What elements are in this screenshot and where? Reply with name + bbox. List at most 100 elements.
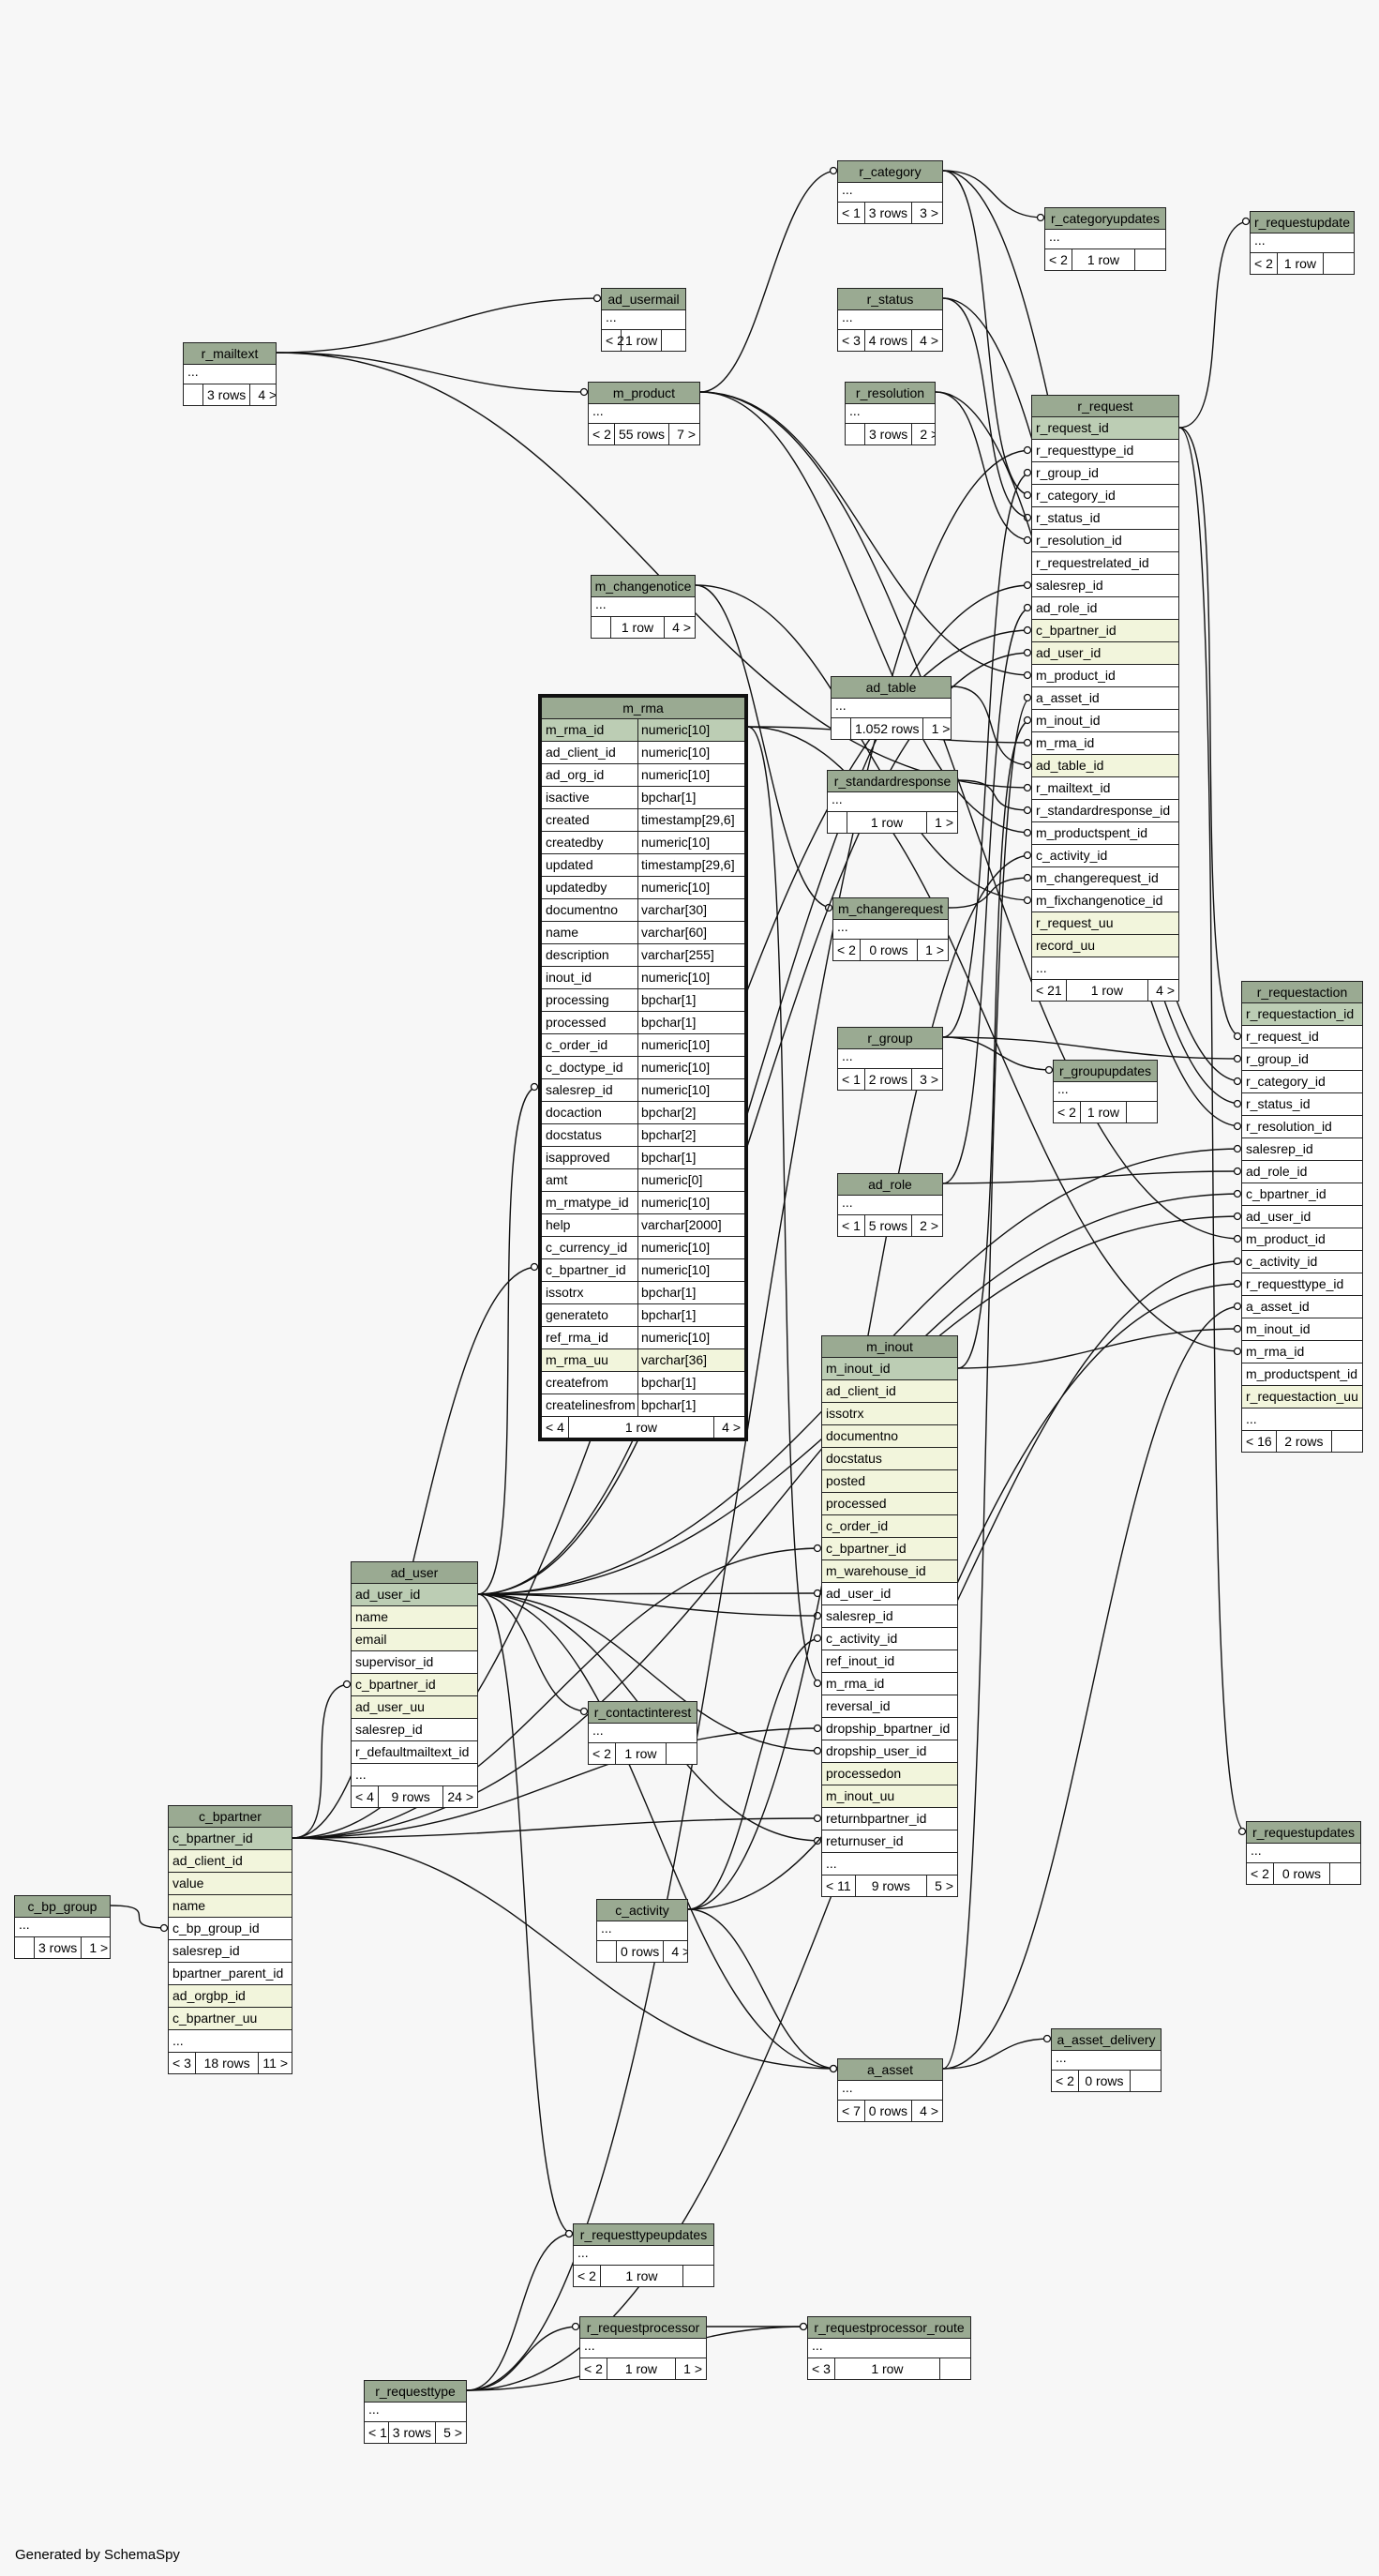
column-row[interactable]: ... <box>1032 957 1178 980</box>
column-row[interactable]: ad_client_id <box>169 1850 292 1873</box>
table-header[interactable]: m_changerequest <box>833 898 948 920</box>
parents-count[interactable] <box>832 718 851 739</box>
column-row[interactable]: m_productspent_id <box>1242 1363 1362 1386</box>
parents-count[interactable]: < 1 <box>838 203 865 223</box>
column-row[interactable]: ad_role_id <box>1032 597 1178 620</box>
column-row[interactable]: dropship_bpartner_id <box>822 1718 957 1740</box>
column-row[interactable]: ... <box>1242 1409 1362 1431</box>
column-row[interactable]: dropship_user_id <box>822 1740 957 1763</box>
column-row[interactable]: email <box>352 1629 477 1651</box>
column-row[interactable]: r_mailtext_id <box>1032 777 1178 800</box>
column-row[interactable]: processedon <box>822 1763 957 1785</box>
table-header[interactable]: r_requesttypeupdates <box>574 2224 713 2246</box>
column-row[interactable]: ad_user_id <box>822 1583 957 1605</box>
children-count[interactable] <box>667 1743 697 1764</box>
children-count[interactable]: 1 > <box>935 815 953 830</box>
table-header[interactable]: r_requestupdates <box>1247 1822 1360 1844</box>
column-row[interactable]: ad_table_id <box>1032 755 1178 777</box>
column-row[interactable]: r_status_id <box>1032 507 1178 530</box>
column-row[interactable]: salesrep_id <box>822 1605 957 1628</box>
column-row[interactable]: issotrx <box>822 1403 957 1425</box>
column-row[interactable]: r_group_id <box>1242 1048 1362 1071</box>
table-header[interactable]: r_requestprocessor <box>580 2317 706 2339</box>
children-count[interactable]: 4 > <box>258 387 276 402</box>
table-header[interactable]: r_mailtext <box>184 343 276 365</box>
column-row[interactable]: returnuser_id <box>822 1830 957 1853</box>
column-row[interactable]: bpartner_parent_id <box>169 1963 292 1985</box>
table-header[interactable]: a_asset <box>838 2059 942 2081</box>
children-count[interactable] <box>683 2266 713 2286</box>
column-row[interactable]: c_bpartner_id <box>1242 1183 1362 1206</box>
column-row[interactable]: docstatus <box>822 1448 957 1470</box>
column-row[interactable]: c_bpartner_id <box>1032 620 1178 642</box>
parents-count[interactable] <box>184 384 203 405</box>
column-row[interactable]: c_activity_id <box>822 1628 957 1650</box>
parents-count[interactable] <box>597 1941 617 1962</box>
parents-count[interactable]: < 3 <box>169 2053 196 2073</box>
column-row[interactable]: salesrep_id <box>352 1719 477 1741</box>
children-count[interactable]: 5 > <box>443 2425 462 2440</box>
column-row[interactable]: supervisor_id <box>352 1651 477 1674</box>
column-row[interactable]: m_productspent_id <box>1032 822 1178 845</box>
parents-count[interactable]: < 4 <box>542 1417 569 1438</box>
column-row[interactable]: r_resolution_id <box>1242 1116 1362 1138</box>
column-row[interactable]: r_status_id <box>1242 1093 1362 1116</box>
parents-count[interactable] <box>15 1937 35 1958</box>
table-header[interactable]: r_group <box>838 1028 942 1049</box>
children-count[interactable]: 1 > <box>683 2361 702 2376</box>
column-row[interactable]: m_warehouse_id <box>822 1560 957 1583</box>
column-row[interactable]: c_bpartner_id <box>169 1828 292 1850</box>
column-row[interactable]: ad_user_id <box>352 1584 477 1606</box>
column-row[interactable]: ... <box>822 1853 957 1876</box>
column-row[interactable]: m_rma_id <box>1242 1341 1362 1363</box>
parents-count[interactable] <box>828 812 847 833</box>
table-header[interactable]: r_status <box>838 289 942 310</box>
children-count[interactable] <box>1332 1431 1362 1452</box>
column-row[interactable]: r_request_uu <box>1032 912 1178 935</box>
table-header[interactable]: r_standardresponse <box>828 771 957 792</box>
children-count[interactable]: 4 > <box>1156 983 1175 998</box>
table-header[interactable]: m_changenotice <box>592 576 695 597</box>
column-row[interactable]: m_rma_id <box>822 1673 957 1695</box>
column-row[interactable]: r_resolution_id <box>1032 530 1178 552</box>
column-row[interactable]: r_standardresponse_id <box>1032 800 1178 822</box>
column-row[interactable]: m_changerequest_id <box>1032 867 1178 890</box>
column-row[interactable]: m_product_id <box>1032 665 1178 687</box>
parents-count[interactable]: < 2 <box>1247 1863 1274 1884</box>
table-header[interactable]: r_groupupdates <box>1054 1061 1157 1082</box>
children-count[interactable]: 3 > <box>920 1072 938 1087</box>
table-header[interactable]: r_requestaction <box>1242 982 1362 1003</box>
